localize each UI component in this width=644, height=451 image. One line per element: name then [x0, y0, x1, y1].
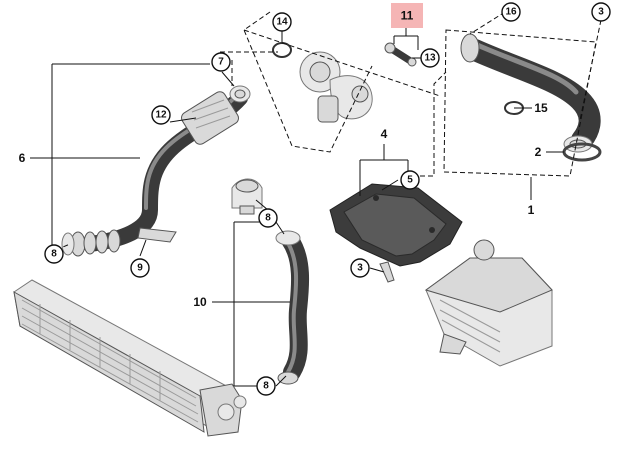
- callout-13[interactable]: 13: [420, 48, 440, 68]
- cover-plate: [329, 183, 463, 283]
- callout-1[interactable]: 1: [528, 203, 535, 217]
- callout-16[interactable]: 16: [501, 2, 521, 22]
- callout-3-top-label: 3: [598, 7, 604, 18]
- callout-7-label: 7: [218, 57, 224, 68]
- o-ring-14: [272, 42, 292, 58]
- hose-10: [275, 230, 310, 385]
- callout-8-bottom-label: 8: [263, 381, 269, 392]
- callout-6[interactable]: 6: [19, 151, 26, 165]
- callout-11-label: 11: [401, 9, 414, 23]
- callout-14-label: 14: [276, 17, 288, 28]
- charge-pipe-bellows: [70, 229, 121, 257]
- callout-8-middle[interactable]: 8: [258, 208, 278, 228]
- assembly-dashed-lines: [55, 11, 597, 251]
- callout-12-label: 12: [155, 110, 167, 121]
- callout-12[interactable]: 12: [151, 105, 171, 125]
- callout-5-label: 5: [407, 175, 413, 186]
- air-filter-housing: [424, 239, 553, 367]
- callout-5[interactable]: 5: [400, 170, 420, 190]
- callout-16-label: 16: [505, 7, 517, 18]
- part-11-hose: [384, 42, 417, 67]
- callout-2-label[interactable]: 2: [535, 145, 542, 159]
- callout-13-label: 13: [424, 53, 436, 64]
- callout-9[interactable]: 9: [130, 258, 150, 278]
- callout-3-bottom[interactable]: 3: [350, 258, 370, 278]
- callout-8-left[interactable]: 8: [44, 244, 64, 264]
- callout-6-label[interactable]: 6: [19, 151, 26, 165]
- callout-10[interactable]: 10: [193, 295, 207, 309]
- intercooler: [13, 279, 247, 437]
- callout-15[interactable]: 15: [534, 101, 548, 115]
- callout-2[interactable]: 2: [535, 145, 542, 159]
- callout-3-top[interactable]: 3: [591, 2, 611, 22]
- callout-10-label[interactable]: 10: [193, 295, 207, 309]
- callout-11[interactable]: 11: [391, 3, 423, 28]
- callout-8-middle-label: 8: [265, 213, 271, 224]
- resonator: [181, 91, 239, 145]
- callout-8-left-label: 8: [51, 249, 57, 260]
- callout-9-label: 9: [137, 263, 143, 274]
- callout-3-bottom-label: 3: [357, 263, 363, 274]
- callout-7[interactable]: 7: [211, 52, 231, 72]
- upper-charge-pipe: [460, 33, 601, 153]
- callout-1-label[interactable]: 1: [528, 203, 535, 217]
- callout-4[interactable]: 4: [381, 127, 388, 141]
- callout-14[interactable]: 14: [272, 12, 292, 32]
- intercooler-fins: [21, 299, 199, 423]
- valve-actuator: [231, 178, 263, 215]
- callout-4-label[interactable]: 4: [381, 127, 388, 141]
- callout-15-label[interactable]: 15: [534, 101, 548, 115]
- charge-air-pipe: [61, 85, 251, 257]
- callout-8-bottom[interactable]: 8: [256, 376, 276, 396]
